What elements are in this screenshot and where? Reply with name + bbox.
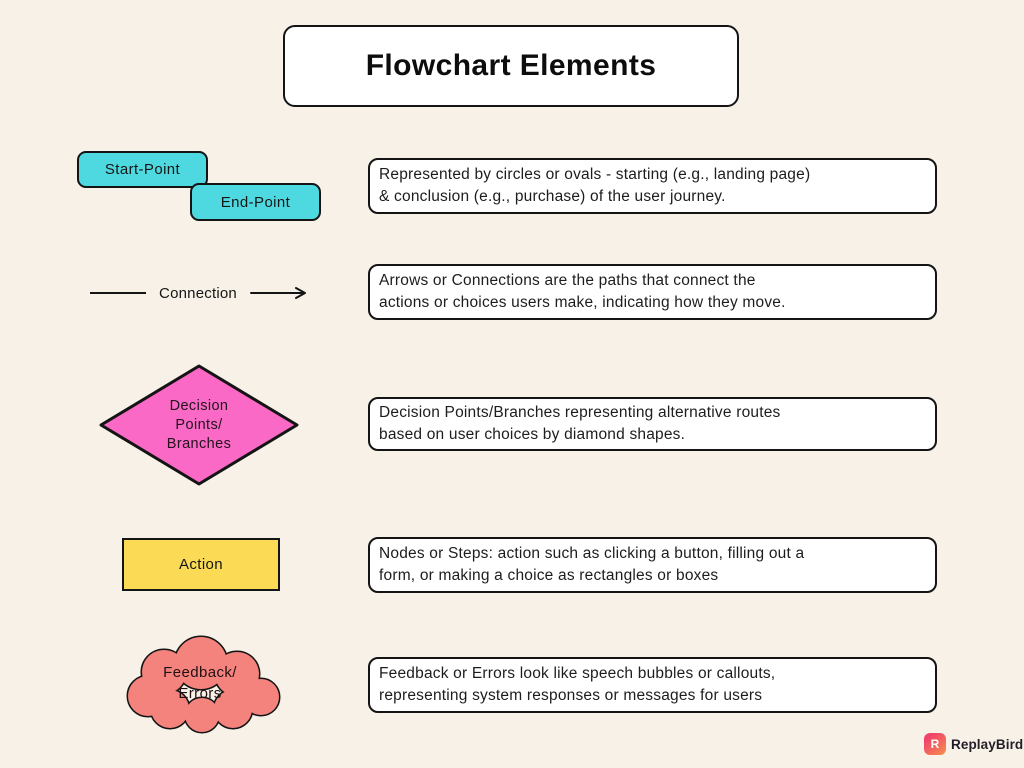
replaybird-logo-icon: R — [924, 733, 946, 755]
page-title: Flowchart Elements — [365, 49, 657, 82]
description-line: Nodes or Steps: action such as clicking … — [379, 544, 805, 562]
decision-diamond-shape: Decision Points/ Branches — [96, 361, 302, 489]
start-point-label: Start-Point — [104, 161, 181, 178]
description-line: Feedback or Errors look like speech bubb… — [379, 664, 776, 682]
description-line: Decision Points/Branches representing al… — [379, 403, 781, 421]
action-description-box: Nodes or Steps: action such as clicking … — [368, 537, 937, 593]
replaybird-brand: R ReplayBird — [924, 733, 1023, 755]
connection-label: Connection — [159, 284, 237, 302]
description-line: form, or making a choice as rectangles o… — [379, 567, 719, 584]
feedback-cloud-label: Feedback/ Errors — [114, 638, 286, 728]
replaybird-brand-name: ReplayBird — [951, 736, 1024, 752]
action-label: Action — [178, 556, 224, 573]
description-line: representing system responses or message… — [379, 687, 763, 704]
arrow-icon — [249, 287, 306, 299]
description-line: actions or choices users make, indicatin… — [379, 294, 786, 311]
description-line: based on user choices by diamond shapes. — [379, 426, 686, 443]
description-line: & conclusion (e.g., purchase) of the use… — [379, 188, 726, 205]
label-line: Points/ — [175, 416, 223, 433]
title-box: Flowchart Elements — [283, 25, 739, 107]
end-point-shape: End-Point — [190, 183, 321, 221]
connection-shape: Connection — [90, 282, 312, 304]
decision-description-box: Decision Points/Branches representing al… — [368, 397, 937, 451]
feedback-cloud-shape: Feedback/ Errors — [114, 634, 286, 738]
label-line: Decision — [169, 397, 229, 414]
label-line: Feedback/ — [163, 664, 237, 681]
connection-description-box: Arrows or Connections are the paths that… — [368, 264, 937, 320]
start-end-description-box: Represented by circles or ovals - starti… — [368, 158, 937, 214]
decision-diamond-label: Decision Points/ Branches — [96, 361, 302, 489]
feedback-description-box: Feedback or Errors look like speech bubb… — [368, 657, 937, 713]
action-rectangle-shape: Action — [122, 538, 280, 591]
description-line: Represented by circles or ovals - starti… — [379, 165, 811, 183]
start-point-shape: Start-Point — [77, 151, 208, 188]
description-line: Arrows or Connections are the paths that… — [379, 271, 756, 289]
label-line: Branches — [166, 435, 232, 452]
connection-line — [90, 292, 146, 294]
diamond-icon — [99, 364, 299, 486]
end-point-label: End-Point — [220, 193, 291, 211]
label-line: Errors — [178, 685, 222, 702]
cloud-icon — [126, 635, 281, 734]
